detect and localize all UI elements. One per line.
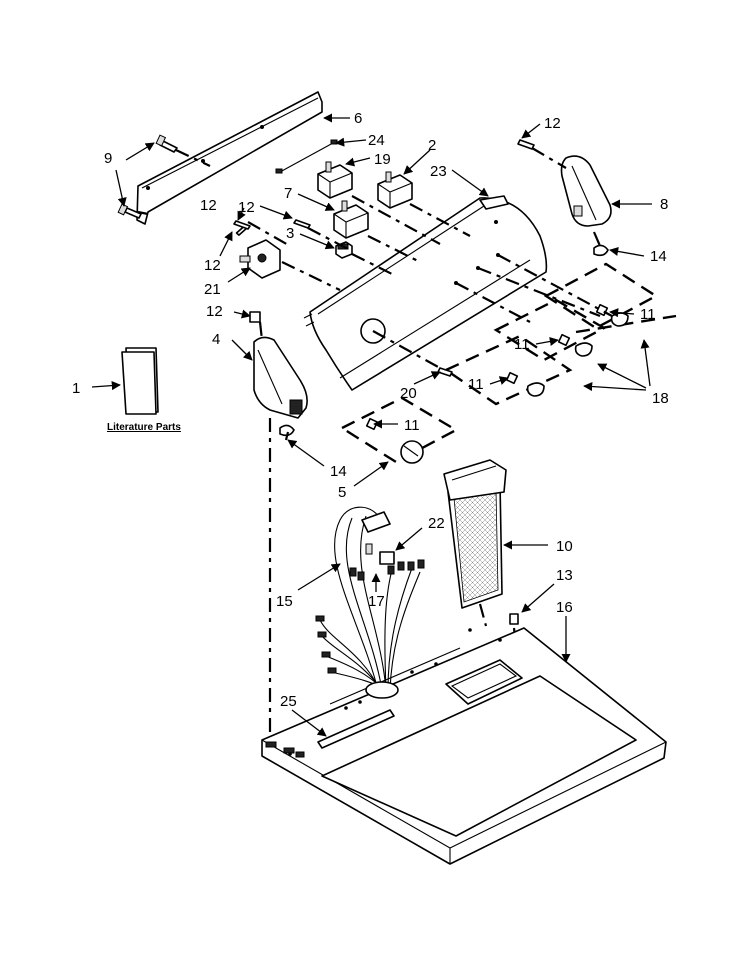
rear-top-panel [136, 91, 323, 225]
callout-12-b: 12 [200, 197, 217, 214]
callout-18: 18 [652, 390, 669, 407]
screw-20 [437, 367, 453, 377]
callout-2: 2 [428, 137, 436, 154]
knob-18c [505, 371, 545, 397]
callout-8: 8 [660, 196, 668, 213]
callout-22: 22 [428, 515, 445, 532]
literature-parts-label: Literature Parts [107, 422, 181, 433]
callout-labels: 6 24 19 9 2 23 7 12 12 3 12 21 12 8 14 1… [72, 110, 669, 710]
leader-lines [91, 113, 652, 737]
callout-11-c: 11 [468, 376, 484, 393]
clip-14-right [593, 244, 609, 257]
callout-23: 23 [430, 163, 447, 180]
wire-harness-15 [315, 506, 425, 691]
dryer-top-16 [261, 627, 667, 865]
callout-14-a: 14 [650, 248, 667, 265]
screw-part-9a [155, 134, 178, 153]
callout-12-a: 12 [238, 199, 255, 216]
callout-12-e: 12 [206, 303, 223, 320]
end-cap-left-4 [249, 311, 308, 419]
screw-12-right [517, 139, 535, 150]
callout-16: 16 [556, 599, 573, 616]
callout-17: 17 [368, 593, 385, 610]
callout-7: 7 [284, 185, 292, 202]
clip-14-left [279, 424, 295, 437]
callout-11-d: 11 [404, 417, 420, 434]
callout-24: 24 [368, 132, 385, 149]
callout-14-b: 14 [330, 463, 347, 480]
callout-25: 25 [280, 693, 297, 710]
screw-13 [509, 613, 519, 625]
lint-filter-10 [443, 459, 507, 609]
callout-15: 15 [276, 593, 293, 610]
switch-7 [333, 200, 369, 239]
callout-19: 19 [374, 151, 391, 168]
end-cap-right-8 [560, 155, 612, 227]
callout-21: 21 [204, 281, 221, 298]
callout-4: 4 [212, 331, 220, 348]
knob-group-5 [339, 396, 459, 464]
literature-booklet [121, 347, 159, 415]
console-23 [303, 195, 548, 391]
callout-11-a: 11 [640, 306, 656, 323]
callout-3: 3 [286, 225, 294, 242]
screw-12-upper [233, 219, 311, 236]
callout-12-c: 12 [204, 257, 221, 274]
callout-9: 9 [104, 150, 112, 167]
callout-11-b: 11 [514, 336, 530, 353]
timer-21 [239, 239, 281, 279]
callout-10: 10 [556, 538, 573, 555]
knob-18b [557, 333, 593, 357]
callout-12-d: 12 [544, 115, 561, 132]
callout-1: 1 [72, 380, 80, 397]
callout-13: 13 [556, 567, 573, 584]
callout-6: 6 [354, 110, 362, 127]
callout-20: 20 [400, 385, 417, 402]
callout-5: 5 [338, 484, 346, 501]
switch-2 [377, 171, 413, 209]
switch-19 [317, 161, 353, 199]
